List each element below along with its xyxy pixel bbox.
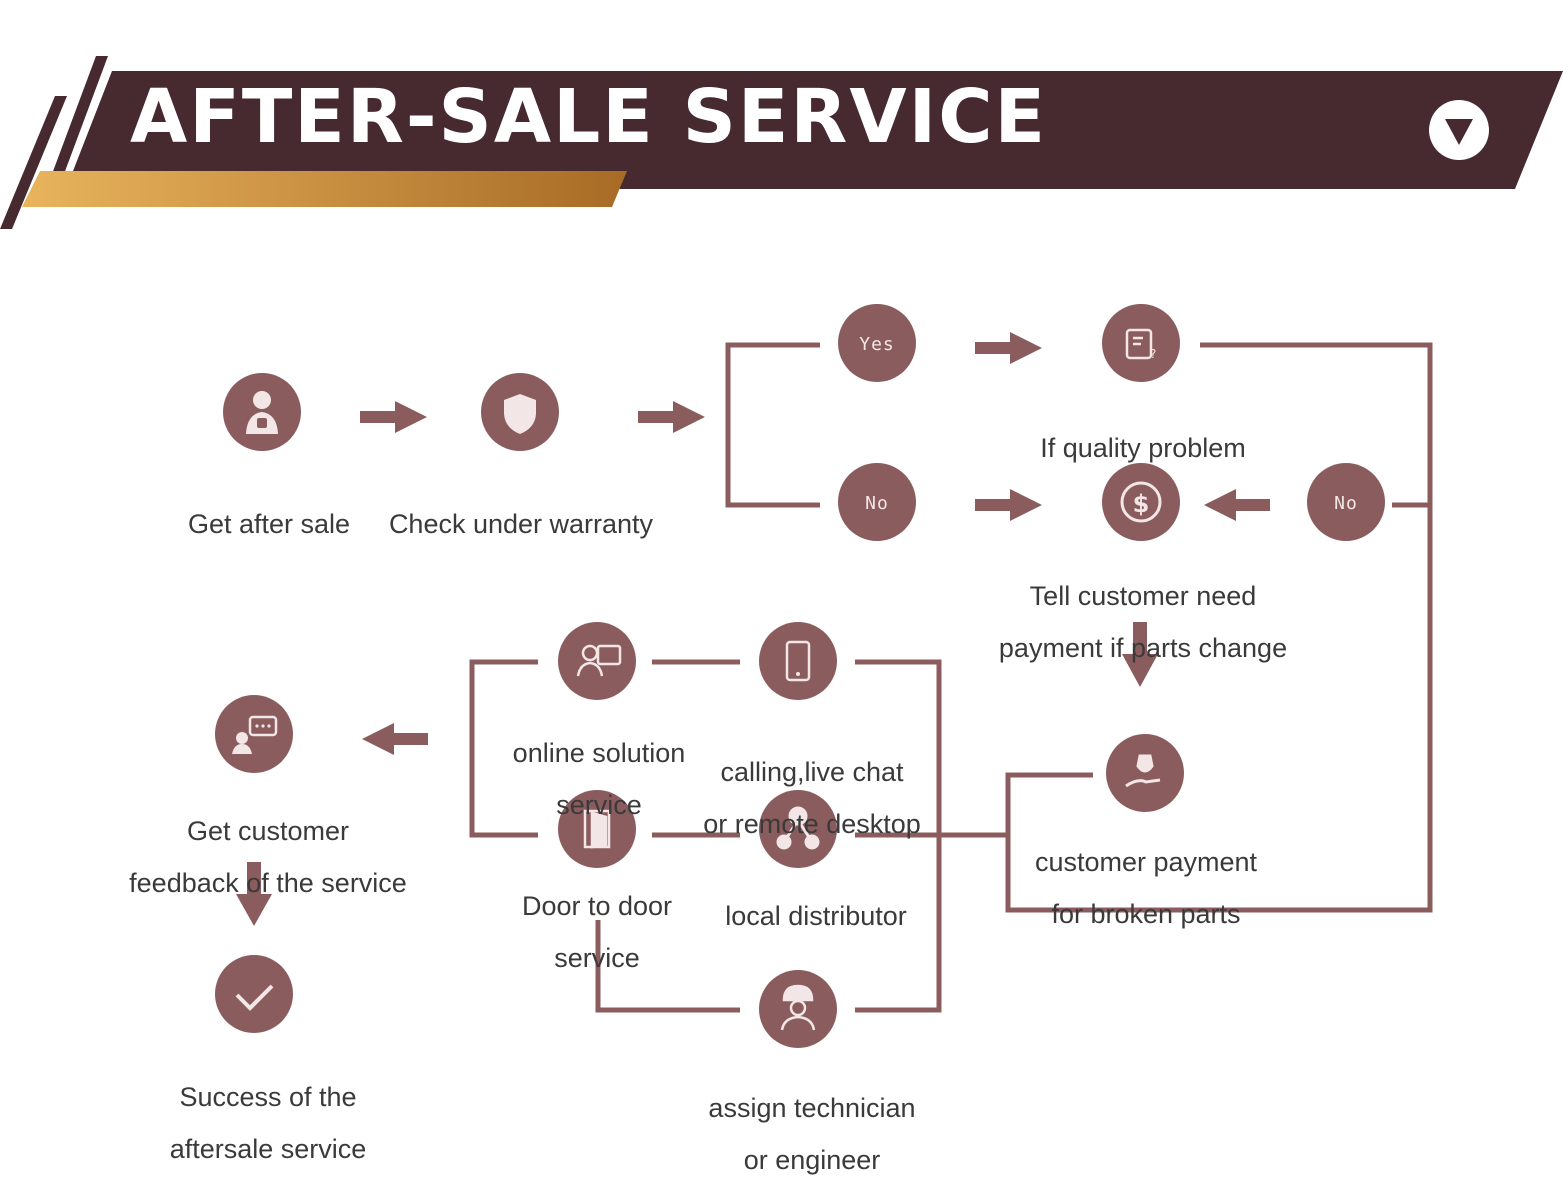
arrow-down-success (236, 862, 272, 926)
door-to-door-node (558, 790, 636, 868)
tell-customer-label: Tell customer need payment if parts chan… (998, 581, 1288, 663)
network-icon (776, 806, 820, 850)
header-banner (0, 56, 1563, 229)
arrow-left-no (1204, 489, 1270, 521)
chevron-down-icon (1445, 119, 1473, 145)
arrow-right-yes (975, 332, 1042, 364)
connector-lines (469, 342, 1433, 1013)
no-right-node: No (1307, 463, 1385, 541)
get-after-sale-label: Get after sale (187, 509, 351, 539)
calling-label: calling,live chat or remote desktop (703, 757, 921, 839)
calling-node (759, 622, 837, 700)
phone-icon (785, 640, 811, 682)
success-label: Success of the aftersale service (169, 1082, 367, 1164)
header-gold-bar (22, 171, 627, 207)
get-after-sale-node (223, 373, 301, 451)
header-stripe-left (0, 96, 67, 229)
quality-problem-label: If quality problem (1040, 433, 1246, 463)
customer-feedback-label: Get customer feedback of the service (129, 816, 407, 898)
arrow-right-2 (638, 401, 705, 433)
quality-problem-node: ? (1102, 304, 1180, 382)
online-support-icon (576, 644, 622, 677)
arrow-down-payment (1122, 622, 1158, 687)
arrow-right-1 (360, 401, 427, 433)
no-right-label: No (1334, 493, 1358, 514)
check-warranty-node (481, 373, 559, 451)
check-warranty-label: Check under warranty (388, 509, 654, 539)
coin-dollar-icon: $ (1120, 481, 1162, 523)
online-solution-node (558, 622, 636, 700)
door-icon (583, 809, 611, 849)
door-to-technician (595, 920, 740, 1013)
success-node (215, 955, 293, 1033)
door-to-door-label: Door to door service (521, 891, 673, 973)
arrow-right-no (975, 489, 1042, 521)
customer-payment-node (1106, 734, 1184, 812)
svg-text:?: ? (1150, 347, 1156, 361)
shield-icon (504, 394, 536, 434)
header-bar (66, 71, 1563, 189)
arrow-left-feedback (362, 723, 428, 755)
header-stripe-thin (52, 56, 108, 174)
assign-technician-label: assign technician or engineer (708, 1093, 916, 1175)
customer-service-icon (246, 391, 278, 434)
document-question-icon: ? (1125, 328, 1156, 361)
feedback-chat-icon (232, 715, 278, 754)
svg-text:$: $ (1133, 490, 1150, 518)
quality-to-right-rail (1005, 342, 1433, 913)
engineer-icon (780, 984, 816, 1031)
yes-node: Yes (838, 304, 916, 382)
header-toggle-button[interactable] (1429, 100, 1489, 160)
customer-feedback-node (215, 695, 293, 773)
branch-bracket (725, 342, 820, 508)
yes-label: Yes (859, 334, 895, 355)
tell-customer-node: $ (1102, 463, 1180, 541)
online-bracket (469, 659, 538, 838)
hand-payment-icon (1125, 754, 1161, 788)
page-title: AFTER-SALE SERVICE (130, 74, 1048, 160)
local-distributor-label: local distributor (725, 901, 907, 931)
no-left-label: No (865, 493, 889, 514)
checkmark-icon (235, 984, 274, 1011)
online-solution-label: online solution service (512, 738, 686, 820)
customer-payment-label: customer payment for broken parts (1034, 847, 1258, 929)
assign-technician-node (759, 970, 837, 1048)
local-distributor-node (759, 790, 837, 868)
no-left-node: No (838, 463, 916, 541)
